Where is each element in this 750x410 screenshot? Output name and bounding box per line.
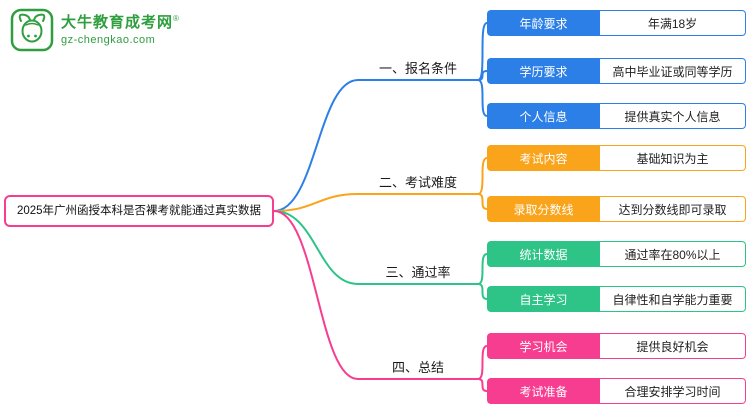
leaf-connector [477,79,488,117]
leaf-node: 年龄要求年满18岁 [487,10,746,36]
leaf-connector [477,378,488,392]
logo-title: 大牛教育成考网® [61,14,180,31]
leaf-connector [477,283,488,300]
leaf-value: 达到分数线即可录取 [600,196,746,222]
registered-mark: ® [173,14,180,24]
leaf-node: 个人信息提供真实个人信息 [487,103,746,129]
bull-logo-icon [10,8,54,52]
leaf-value: 合理安排学习时间 [600,378,746,404]
leaf-node: 考试内容基础知识为主 [487,145,746,171]
branch-connector [273,79,479,212]
leaf-connector [477,193,488,210]
leaf-connector [477,345,488,380]
branch-connector [273,210,479,285]
branch-label-4: 四、总结 [391,360,444,375]
leaf-key: 个人信息 [487,103,600,129]
leaf-connector [477,22,488,81]
logo-subtitle: gz-chengkao.com [61,33,156,46]
leaf-key: 统计数据 [487,241,600,267]
branch-connector [273,210,479,380]
leaf-node: 录取分数线达到分数线即可录取 [487,196,746,222]
leaf-key: 学习机会 [487,333,600,359]
leaf-connector [477,157,488,195]
logo-title-text: 大牛教育成考网 [61,14,174,32]
leaf-value: 年满18岁 [600,10,746,36]
leaf-value: 自律性和自学能力重要 [600,286,746,312]
branch-label-3: 三、通过率 [385,265,451,280]
leaf-key: 学历要求 [487,58,600,84]
leaf-key: 录取分数线 [487,196,600,222]
branch-connector [273,193,479,212]
leaf-value: 高中毕业证或同等学历 [600,58,746,84]
branch-label-1: 一、报名条件 [378,61,457,76]
leaf-node: 考试准备合理安排学习时间 [487,378,746,404]
leaf-value: 提供真实个人信息 [600,103,746,129]
leaf-node: 统计数据通过率在80%以上 [487,241,746,267]
leaf-connector [477,253,488,285]
leaf-node: 自主学习自律性和自学能力重要 [487,286,746,312]
logo-text-block: 大牛教育成考网® gz-chengkao.com [61,14,180,45]
leaf-key: 考试准备 [487,378,600,404]
branch-label-2: 二、考试难度 [378,175,457,190]
leaf-key: 年龄要求 [487,10,600,36]
leaf-key: 自主学习 [487,286,600,312]
leaf-key: 考试内容 [487,145,600,171]
leaf-node: 学历要求高中毕业证或同等学历 [487,58,746,84]
leaf-node: 学习机会提供良好机会 [487,333,746,359]
site-logo: 大牛教育成考网® gz-chengkao.com [10,8,180,52]
leaf-value: 基础知识为主 [600,145,746,171]
leaf-value: 提供良好机会 [600,333,746,359]
root-topic: 2025年广州函授本科是否裸考就能通过真实数据 [4,195,274,227]
leaf-value: 通过率在80%以上 [600,241,746,267]
